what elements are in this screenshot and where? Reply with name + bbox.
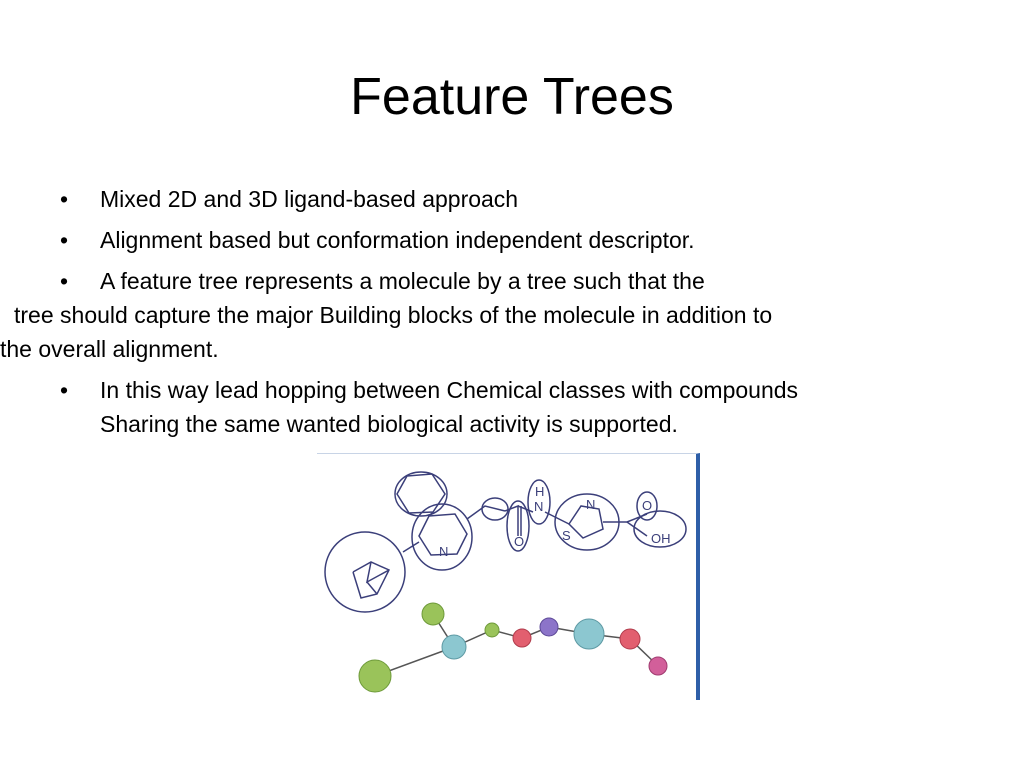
benzene-ring [396, 473, 446, 514]
bullet-text-line-2: Sharing the same wanted biological activ… [100, 411, 678, 437]
thiazole-ring [568, 505, 604, 539]
continuation-line-1: tree should capture the major Building b… [14, 302, 773, 328]
tree-node-green-small [484, 622, 500, 638]
bullet-marker: • [60, 227, 69, 253]
nh-circle [527, 479, 551, 525]
tree-node-green-top [421, 602, 445, 626]
adamantane-cage [352, 561, 391, 599]
bullet-text: A feature tree represents a molecule by … [100, 268, 705, 294]
bullet-marker: • [60, 186, 69, 212]
bullet-marker: • [60, 377, 69, 403]
atom-label-h: H [535, 484, 544, 499]
acid-oxygen-circle [636, 491, 658, 521]
bullet-text: Alignment based but conformation indepen… [100, 227, 695, 253]
adamantane-circle [324, 531, 406, 613]
atom-label-n-pyridine: N [439, 544, 448, 559]
tree-node-red-right [619, 628, 641, 650]
atom-label-oh-acid: OH [651, 531, 671, 546]
pyridine-ring [418, 513, 468, 556]
bullet-text: Mixed 2D and 3D ligand-based approach [100, 186, 519, 212]
continuation-paragraph: tree should capture the major Building b… [0, 298, 990, 366]
molecule-structure [324, 471, 687, 613]
atom-label-n-thiazole: N [586, 497, 595, 512]
tree-node-pink [648, 656, 668, 676]
slide-body: • Mixed 2D and 3D ligand-based approach … [0, 182, 990, 448]
bullet-item-4: • In this way lead hopping between Chemi… [60, 373, 990, 441]
bullet-marker: • [60, 268, 69, 294]
bullet-item-3: • A feature tree represents a molecule b… [60, 264, 990, 298]
atom-labels: N H N O N S O OH [439, 484, 671, 559]
benzene-circle [394, 471, 448, 517]
atom-label-n-amide: N [534, 499, 543, 514]
slide-title: Feature Trees [350, 68, 674, 126]
tree-node-red [512, 628, 532, 648]
tree-node-teal-left [441, 634, 467, 660]
atom-label-o-acid: O [642, 498, 652, 513]
tree-nodes [358, 602, 668, 693]
pyridine-circle [411, 503, 473, 571]
feature-tree-figure: N H N O N S O OH [317, 453, 700, 700]
continuation-line-2: the overall alignment. [0, 336, 219, 362]
tree-node-green-large [358, 659, 392, 693]
acid-circle [633, 510, 687, 548]
tree-node-purple [539, 617, 559, 637]
carbonyl-circle [506, 500, 530, 552]
bullet-text-line-1: In this way lead hopping between Chemica… [100, 377, 799, 403]
atom-label-s-thiazole: S [562, 528, 571, 543]
bullet-item-1: • Mixed 2D and 3D ligand-based approach [60, 182, 990, 216]
atom-label-o-carbonyl: O [514, 534, 524, 549]
bullet-item-2: • Alignment based but conformation indep… [60, 223, 990, 257]
feature-tree-diagram: N H N O N S O OH [324, 471, 687, 693]
tree-node-teal-large [573, 618, 605, 650]
